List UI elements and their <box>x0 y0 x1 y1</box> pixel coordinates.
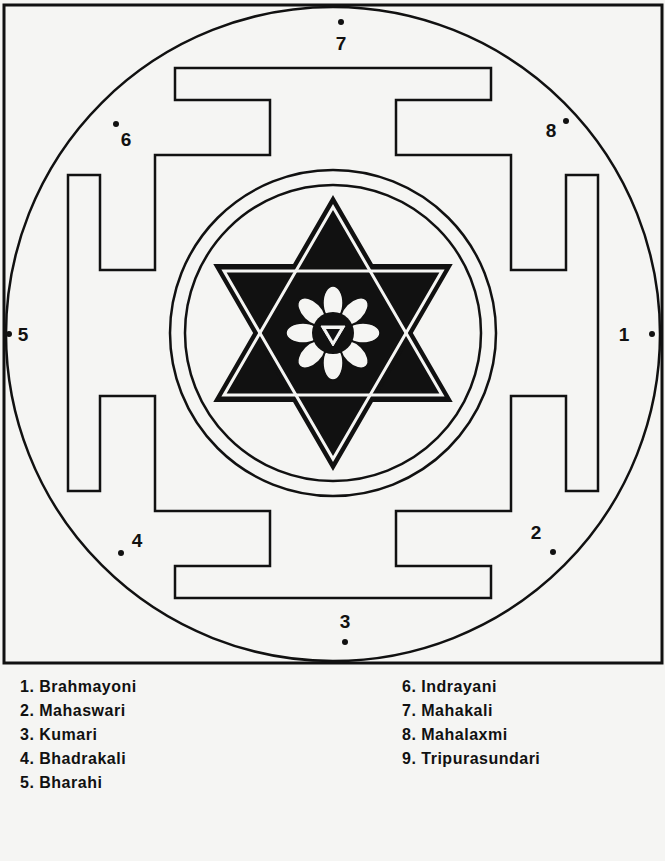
key-entry: 7. Mahakali <box>402 701 493 720</box>
key-entry: 1. Brahmayoni <box>20 677 137 696</box>
callout-number: 1 <box>619 325 630 344</box>
key-entry: 6. Indrayani <box>402 677 497 696</box>
downward-triangle <box>215 265 451 469</box>
key-entry: 3. Kumari <box>20 725 97 744</box>
callout-number: 3 <box>340 612 351 631</box>
outer-square <box>4 5 662 663</box>
upward-triangle-line <box>224 207 442 395</box>
center-triangle <box>321 326 345 346</box>
ring-outer <box>170 170 496 496</box>
center-triangle-inner <box>326 329 340 341</box>
ring-inner <box>185 185 481 481</box>
callout-number: 5 <box>18 325 29 344</box>
outer-circle <box>6 7 660 661</box>
downward-triangle-line <box>224 271 442 459</box>
key-entry: 5. Bharahi <box>20 773 102 792</box>
callout-number: 2 <box>531 523 542 542</box>
callout-number: 7 <box>336 34 347 53</box>
callout-number: 4 <box>132 531 143 550</box>
key-entry: 4. Bhadrakali <box>20 749 126 768</box>
lotus <box>286 286 380 380</box>
key-entry: 9. Tripurasundari <box>402 749 540 768</box>
callout-number: 8 <box>546 121 557 140</box>
position-dots <box>6 19 655 645</box>
callout-number: 6 <box>121 130 132 149</box>
key-entry: 2. Mahaswari <box>20 701 126 720</box>
key-entry: 8. Mahalaxmi <box>402 725 508 744</box>
bhupura-gates <box>68 68 598 598</box>
bindu-circle <box>312 312 354 354</box>
